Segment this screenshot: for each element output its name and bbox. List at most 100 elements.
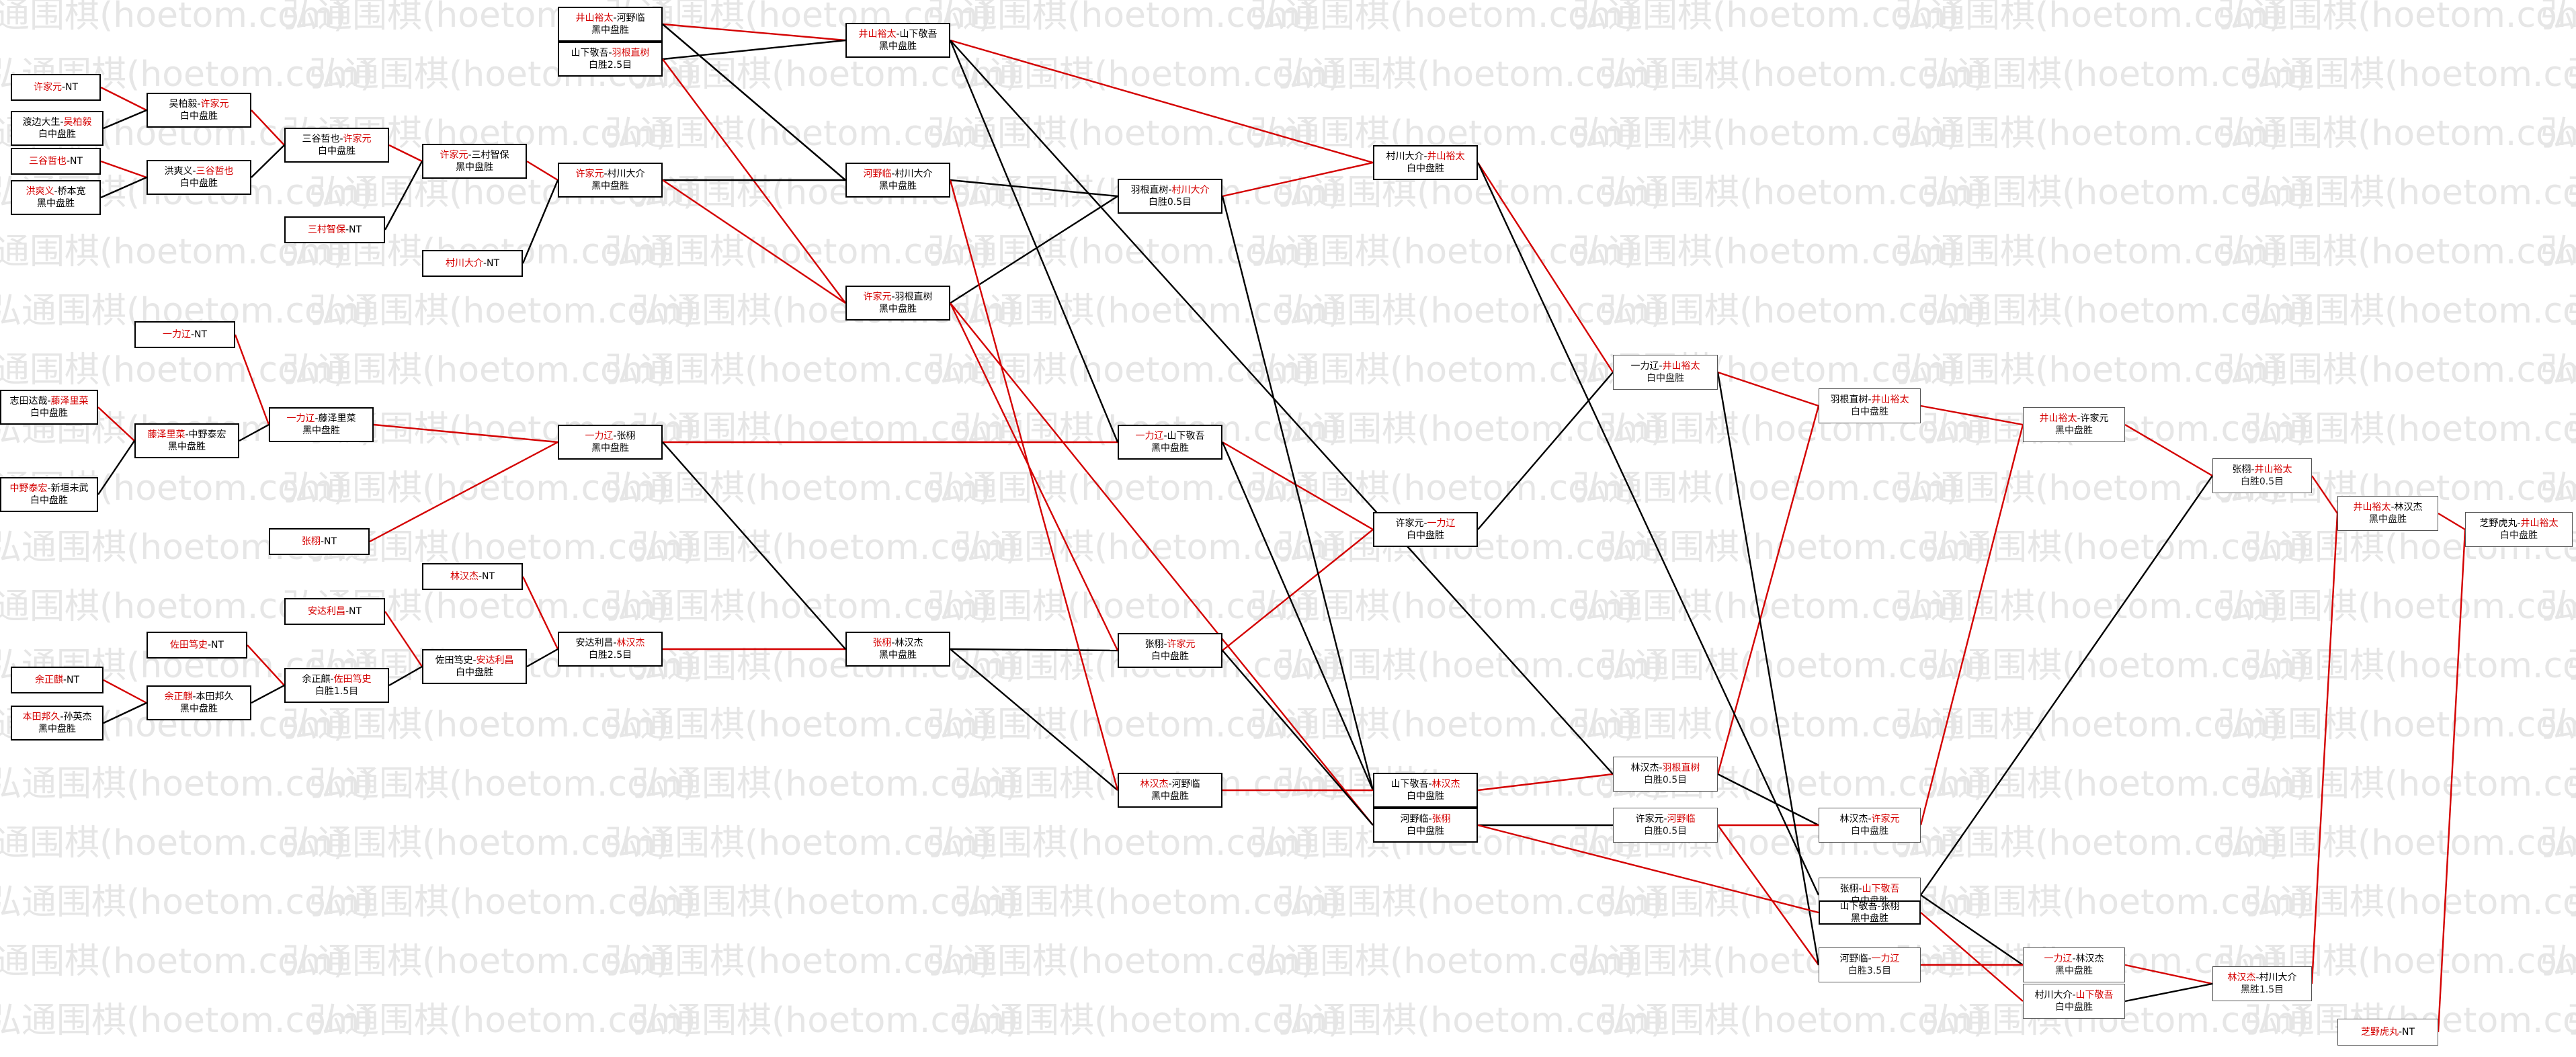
separator: - bbox=[207, 640, 212, 650]
connector-line bbox=[1919, 424, 2024, 826]
player-1: 一力辽 bbox=[585, 431, 614, 441]
match-players: 一力辽-林汉杰 bbox=[2044, 953, 2104, 965]
match-box: 张栩-许家元白中盘胜 bbox=[1118, 633, 1222, 668]
separator: - bbox=[613, 13, 617, 24]
separator: - bbox=[47, 396, 51, 407]
connector-line bbox=[1222, 441, 1374, 531]
separator: - bbox=[1168, 779, 1172, 790]
player-2: 林汉杰 bbox=[1431, 779, 1460, 790]
player-2: 许家元 bbox=[343, 134, 372, 144]
player-1: 山下敬吾 bbox=[1839, 901, 1878, 912]
match-players: 佐田笃史-安达利昌 bbox=[435, 654, 513, 667]
match-box: 村川大介-NT bbox=[422, 250, 523, 277]
match-box: 张栩-NT bbox=[269, 528, 370, 555]
match-box: 安达利昌-林汉杰白胜2.5目 bbox=[558, 632, 663, 667]
player-2: 三谷哲也 bbox=[196, 166, 234, 177]
connector-line bbox=[2311, 475, 2338, 514]
match-players: 安达利昌-NT bbox=[308, 605, 362, 618]
match-players: 村川大介-山下敬吾 bbox=[2034, 989, 2113, 1001]
match-box: 一力辽-山下敬吾黑中盘胜 bbox=[1118, 425, 1222, 460]
match-result: 黑中盘胜 bbox=[2055, 425, 2093, 436]
player-2: 许家元 bbox=[1167, 639, 1196, 650]
connector-line bbox=[388, 665, 423, 687]
player-1: 张栩 bbox=[1839, 884, 1859, 894]
match-box: 许家元-NT bbox=[11, 74, 101, 101]
connector-line bbox=[384, 161, 423, 230]
match-players: 洪爽义-三谷哲也 bbox=[164, 165, 233, 177]
player-2: 河野临 bbox=[616, 13, 645, 24]
separator: - bbox=[339, 134, 343, 144]
match-players: 山下敬吾-林汉杰 bbox=[1390, 778, 1460, 790]
match-players: 羽根直树-村川大介 bbox=[1130, 184, 1209, 196]
player-2: 山下敬吾 bbox=[1862, 884, 1900, 894]
match-players: 许家元-一力辽 bbox=[1395, 517, 1455, 530]
player-1: 村川大介 bbox=[445, 258, 483, 269]
match-result: 黑中盘胜 bbox=[168, 441, 206, 452]
match-result: 黑中盘胜 bbox=[456, 162, 493, 173]
match-players: 井山裕太-林汉杰 bbox=[2353, 501, 2422, 513]
player-2: NT bbox=[349, 606, 362, 617]
separator: - bbox=[61, 82, 66, 93]
player-1: 志田达哉 bbox=[9, 396, 48, 407]
match-box: 志田达哉-藤泽里菜白中盘胜 bbox=[0, 390, 98, 425]
player-1: 许家元 bbox=[440, 150, 468, 161]
separator: - bbox=[608, 48, 612, 58]
match-players: 洪爽义-桥本宽 bbox=[26, 185, 85, 198]
player-2: 吴柏毅 bbox=[63, 117, 92, 128]
separator: - bbox=[1423, 518, 1427, 529]
player-1: 井山裕太 bbox=[2353, 502, 2391, 513]
player-2: 山下敬吾 bbox=[2075, 990, 2114, 1001]
match-players: 安达利昌-林汉杰 bbox=[575, 637, 645, 649]
connector-line bbox=[662, 441, 846, 650]
separator: - bbox=[604, 169, 608, 179]
connector-line bbox=[949, 40, 1119, 443]
player-1: 佐田笃史 bbox=[169, 640, 208, 650]
match-result: 白中盘胜 bbox=[1407, 163, 1444, 174]
match-players: 羽根直树-井山裕太 bbox=[1830, 394, 1909, 406]
player-1: 佐田笃史 bbox=[435, 655, 473, 666]
player-2: 河野临 bbox=[1171, 779, 1200, 790]
player-1: 村川大介 bbox=[1386, 151, 1424, 162]
match-result: 白胜0.5目 bbox=[1148, 197, 1192, 208]
match-box: 井山裕太-林汉杰黑中盘胜 bbox=[2337, 496, 2438, 531]
connector-line bbox=[239, 423, 269, 442]
player-2: NT bbox=[65, 82, 79, 93]
match-box: 三谷哲也-NT bbox=[11, 148, 101, 175]
player-2: 孙英杰 bbox=[63, 712, 92, 722]
match-box: 山下敬吾-林汉杰白中盘胜 bbox=[1373, 773, 1478, 808]
connector-line bbox=[384, 611, 423, 667]
player-1: 山下敬吾 bbox=[571, 48, 609, 58]
match-result: 黑中盘胜 bbox=[591, 443, 629, 454]
player-2: 羽根直树 bbox=[895, 292, 933, 302]
match-players: 藤泽里菜-中野泰宏 bbox=[147, 429, 226, 441]
player-1: 张栩 bbox=[872, 638, 892, 648]
match-players: 林汉杰-羽根直树 bbox=[1630, 762, 1700, 774]
connector-line bbox=[1222, 529, 1374, 651]
match-box: 佐田笃史-NT bbox=[147, 632, 247, 659]
match-box: 山下敬吾-张栩黑中盘胜 bbox=[1819, 900, 1921, 925]
match-box: 一力辽-藤泽里菜黑中盘胜 bbox=[269, 407, 374, 442]
connector-line bbox=[949, 179, 1119, 791]
match-box: 渡边大生-吴柏毅白中盘胜 bbox=[11, 111, 103, 146]
separator: - bbox=[315, 413, 319, 424]
separator: - bbox=[1858, 884, 1862, 894]
match-result: 黑中盘胜 bbox=[879, 41, 917, 52]
separator: - bbox=[2398, 1027, 2403, 1038]
match-box: 佐田笃史-安达利昌白中盘胜 bbox=[422, 649, 527, 684]
match-box: 河野临-张栩白中盘胜 bbox=[1373, 808, 1478, 843]
player-1: 本田邦久 bbox=[22, 712, 60, 722]
connector-line bbox=[522, 576, 559, 650]
match-box: 余正麒-NT bbox=[11, 667, 103, 693]
separator: - bbox=[1163, 639, 1167, 650]
match-players: 三谷哲也-NT bbox=[29, 155, 83, 167]
connector-line bbox=[1221, 441, 1374, 791]
match-box: 一力辽-井山裕太白中盘胜 bbox=[1613, 355, 1718, 390]
match-result: 黑中盘胜 bbox=[2055, 966, 2093, 976]
player-2: 井山裕太 bbox=[1662, 361, 1700, 372]
connector-line bbox=[950, 648, 1118, 791]
player-1: 三谷哲也 bbox=[28, 156, 67, 167]
match-box: 三村智保-NT bbox=[284, 216, 385, 243]
match-box: 井山裕太-河野临黑中盘胜 bbox=[558, 7, 663, 42]
connector-line bbox=[97, 407, 135, 441]
